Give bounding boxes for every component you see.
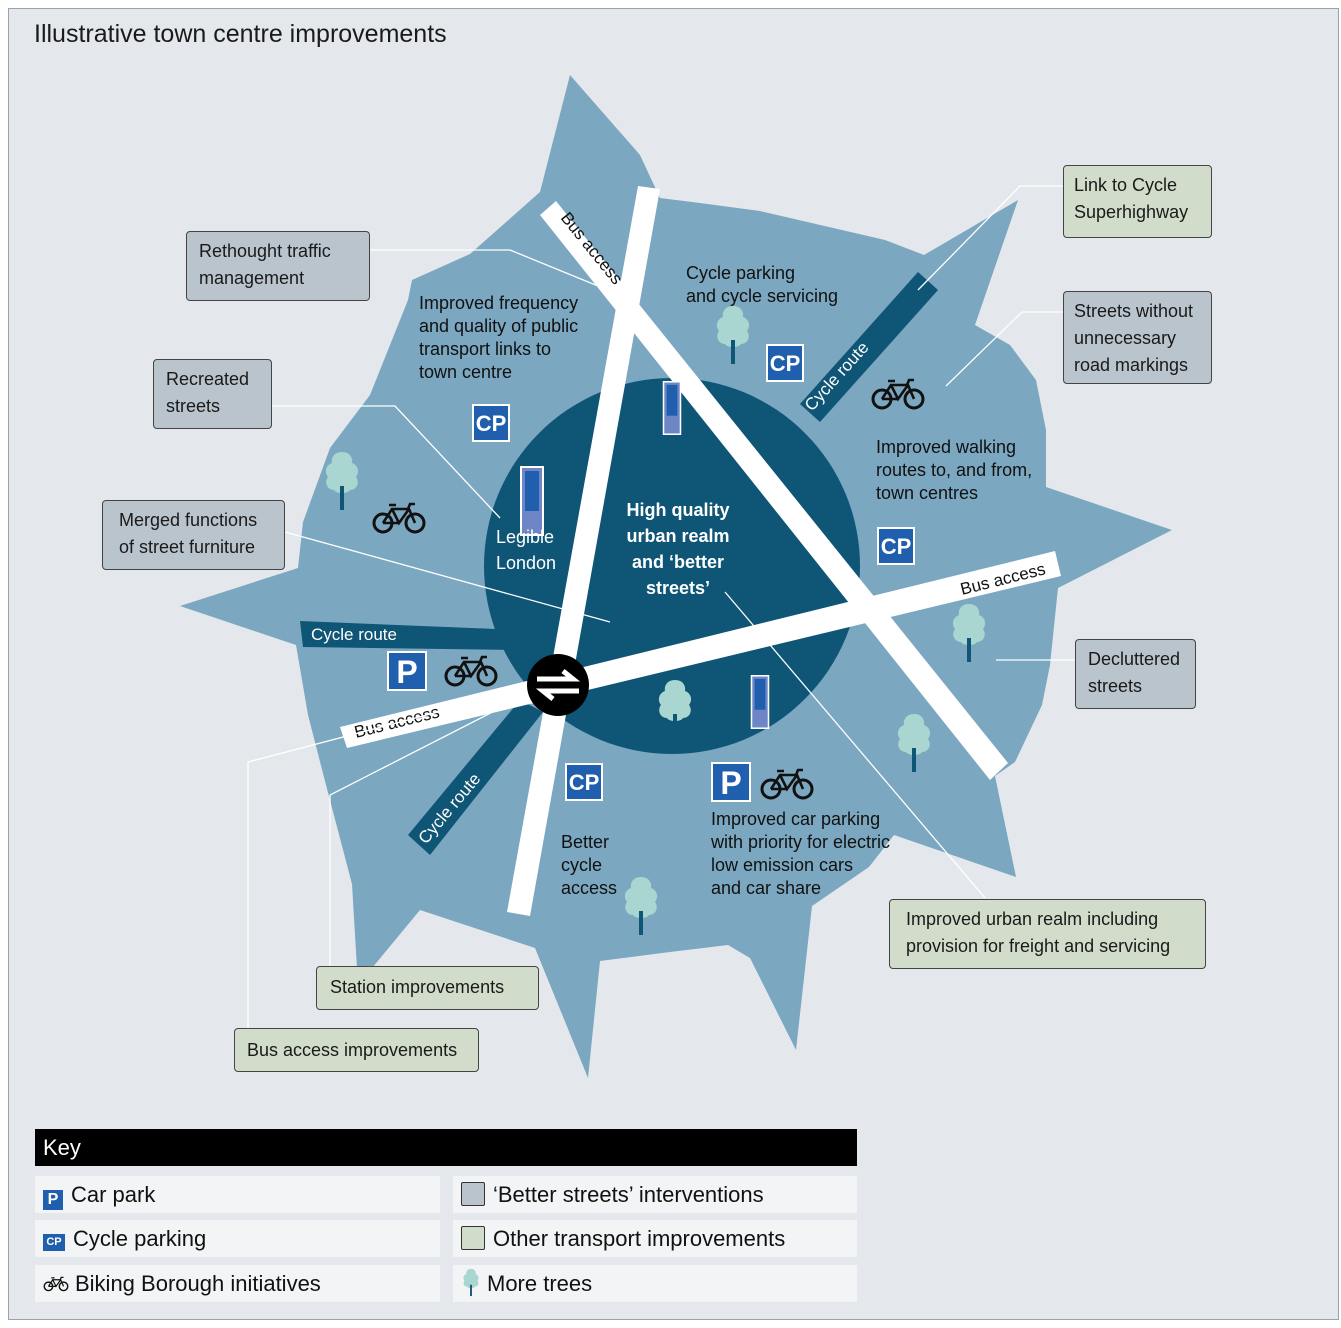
callout-station: Station improvements (316, 966, 539, 1010)
road-label-cycle-left: Cycle route (311, 625, 397, 644)
callout-streets-without-markings: Streets without unnecessary road marking… (1063, 291, 1212, 384)
other-transport-swatch (461, 1226, 485, 1250)
key-heading: Key (35, 1129, 857, 1166)
cycle-parking-sign-icon (877, 527, 915, 565)
callout-recreated-streets: Recreated streets (153, 359, 272, 429)
cycle-route-ne (800, 272, 938, 422)
car-park-icon: P (43, 1190, 63, 1210)
label-better-cycle-access: Better cycle access (561, 832, 618, 898)
leader-lines (247, 185, 1075, 1028)
label-walking-routes: Improved walking routes to, and from, to… (876, 437, 1033, 503)
callout-link-cycle: Link to Cycle Superhighway (1063, 165, 1212, 238)
callout-bus-access-improvements: Bus access improvements (234, 1028, 479, 1072)
callout-decluttered: Decluttered streets (1075, 639, 1196, 709)
cycle-parking-icon: CP (43, 1234, 65, 1251)
label-car-parking: Improved car parking with priority for e… (711, 809, 891, 898)
key-other-transport: Other transport improvements (453, 1220, 857, 1257)
label-cycle-parking-servicing: Cycle parking and cycle servicing (686, 263, 839, 306)
car-park-sign-icon (711, 762, 751, 802)
cycle-route-sw (408, 700, 543, 855)
cycle-parking-sign-icon (766, 344, 804, 382)
road-east-west (340, 551, 1061, 748)
label-public-transport: Improved frequency and quality of public… (419, 293, 579, 382)
cycle-parking-sign-icon (565, 763, 603, 801)
label-legible-london: Legible London (496, 527, 557, 573)
page-title: Illustrative town centre improvements (34, 20, 447, 48)
better-streets-swatch (461, 1182, 485, 1206)
key-more-trees: More trees (453, 1265, 857, 1302)
tree-icon (461, 1267, 481, 1297)
callout-urban-realm: Improved urban realm including provision… (889, 899, 1206, 969)
cycle-route-west (300, 621, 520, 650)
road-diagonal (540, 201, 1008, 780)
key-better-streets: ‘Better streets’ interventions (453, 1176, 857, 1213)
label-centre: High quality urban realm and ‘better str… (626, 500, 730, 598)
car-park-sign-icon (387, 651, 427, 691)
bike-icon (43, 1266, 69, 1282)
legible-london-sign-icon (750, 675, 770, 729)
legible-london-sign-icon (662, 381, 682, 435)
key-biking-borough: Biking Borough initiatives (35, 1265, 440, 1302)
road-north-south (507, 186, 660, 916)
cycle-parking-sign-icon (472, 404, 510, 442)
national-rail-icon (527, 654, 589, 716)
callout-rethought-traffic: Rethought traffic management (186, 231, 370, 301)
callout-merged-functions: Merged functions of street furniture (102, 500, 285, 570)
